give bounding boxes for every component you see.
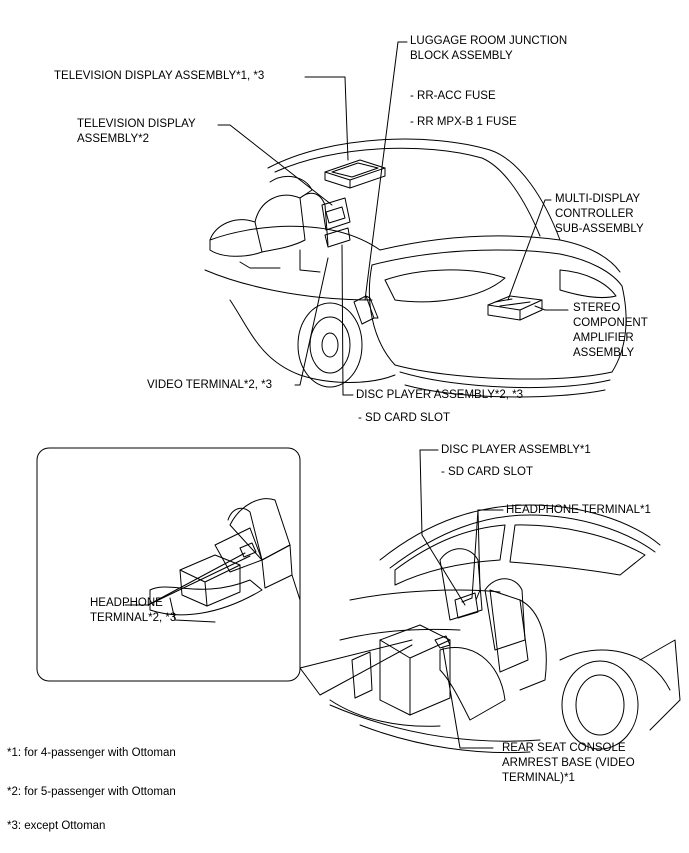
footnote-1: *1: for 4-passenger with Ottoman <box>7 747 176 759</box>
leader-lines-bottom <box>419 449 504 749</box>
disc-player-1-label: DISC PLAYER ASSEMBLY*1 <box>441 444 591 456</box>
luggage-junction-label: LUGGAGE ROOM JUNCTION BLOCK ASSEMBLY <box>410 35 568 62</box>
stereo-amplifier-label: STEREO COMPONENT AMPLIFIER ASSEMBLY <box>573 302 648 359</box>
leader-lines-top <box>217 41 569 396</box>
luggage-room-junction-block <box>353 295 379 325</box>
television-display-roof-unit <box>324 159 386 189</box>
stereo-amplifier-unit <box>487 295 543 321</box>
disc-player-23-label: DISC PLAYER ASSEMBLY*2, *3 <box>356 389 524 401</box>
video-terminal-23-label: VIDEO TERMINAL*2, *3 <box>147 379 273 391</box>
tv-display-2-label: TELEVISION DISPLAY ASSEMBLY*2 <box>77 118 196 145</box>
television-display-seatback-unit <box>321 197 351 248</box>
rr-mpx-b1-fuse-label: - RR MPX-B 1 FUSE <box>410 116 517 128</box>
sd-card-slot-1-label: - SD CARD SLOT <box>441 466 534 478</box>
sd-card-slot-23-label: - SD CARD SLOT <box>358 412 451 424</box>
headphone-terminal-1-label: HEADPHONE TERMINAL*1 <box>506 504 651 516</box>
car-interior-illustration <box>329 504 681 754</box>
inset-detail-box <box>36 447 301 682</box>
inset-connector-line <box>299 639 413 669</box>
footnote-2: *2: for 5-passenger with Ottoman <box>7 786 176 798</box>
leader-lines-inset <box>124 552 251 606</box>
headphone-terminal-23-label: HEADPHONE TERMINAL*2, *3 <box>90 597 177 624</box>
tv-display-13-label: TELEVISION DISPLAY ASSEMBLY*1, *3 <box>54 70 265 82</box>
inset-seat-illustration <box>149 498 301 623</box>
multi-display-controller-label: MULTI-DISPLAY CONTROLLER SUB-ASSEMBLY <box>555 193 644 235</box>
car-rear-view-illustration <box>204 138 627 398</box>
rear-seat-console-label: REAR SEAT CONSOLE ARMREST BASE (VIDEO TE… <box>502 742 635 784</box>
footnote-3: *3: except Ottoman <box>7 820 106 832</box>
rr-acc-fuse-label: - RR-ACC FUSE <box>410 90 496 102</box>
